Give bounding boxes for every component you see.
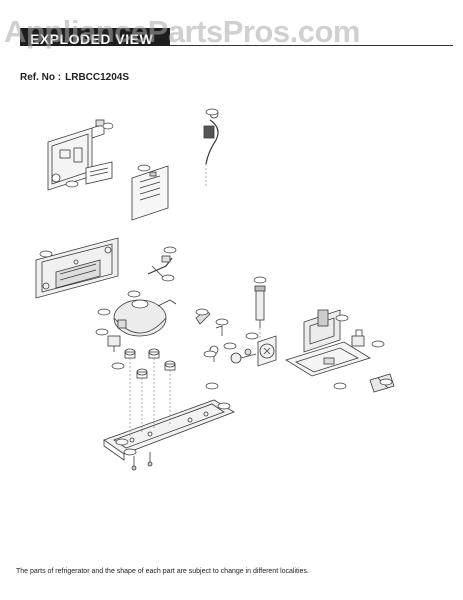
control-board-part xyxy=(47,119,105,191)
compressor-base-part xyxy=(103,399,235,461)
assembly-guide-lines xyxy=(129,164,261,436)
base-plate-part xyxy=(285,341,371,377)
grommet-parts xyxy=(124,348,176,379)
reference-line: Ref. No :LRBCC1204S xyxy=(20,72,133,83)
drier-part xyxy=(254,285,266,328)
connector-part xyxy=(351,329,365,347)
power-cord-part xyxy=(203,109,219,165)
compressor-part xyxy=(113,299,177,337)
header-bar: EXPLODED VIEW xyxy=(14,26,453,47)
title-box: EXPLODED VIEW xyxy=(20,28,170,47)
relay-part xyxy=(107,335,121,352)
watermark-text: AppliancePartsPros.com xyxy=(4,14,360,49)
footer-note: The parts of refrigerator and the shape … xyxy=(16,568,309,575)
part-callouts xyxy=(39,108,393,456)
sensor-wire-part xyxy=(147,255,173,279)
reference-label: Ref. No : xyxy=(20,72,62,83)
label-plate-part xyxy=(85,161,113,185)
exploded-view-diagram xyxy=(35,108,395,471)
rear-panel-part xyxy=(35,237,119,299)
header-rule xyxy=(170,45,453,46)
screw-parts xyxy=(131,452,153,471)
drain-pan-part xyxy=(303,309,341,353)
reference-model: LRBCC1204S xyxy=(65,72,130,83)
page-title: EXPLODED VIEW xyxy=(30,31,154,47)
fan-motor-part xyxy=(230,352,257,364)
condenser-fan-part xyxy=(244,335,277,367)
cover-panel-part xyxy=(131,165,169,221)
